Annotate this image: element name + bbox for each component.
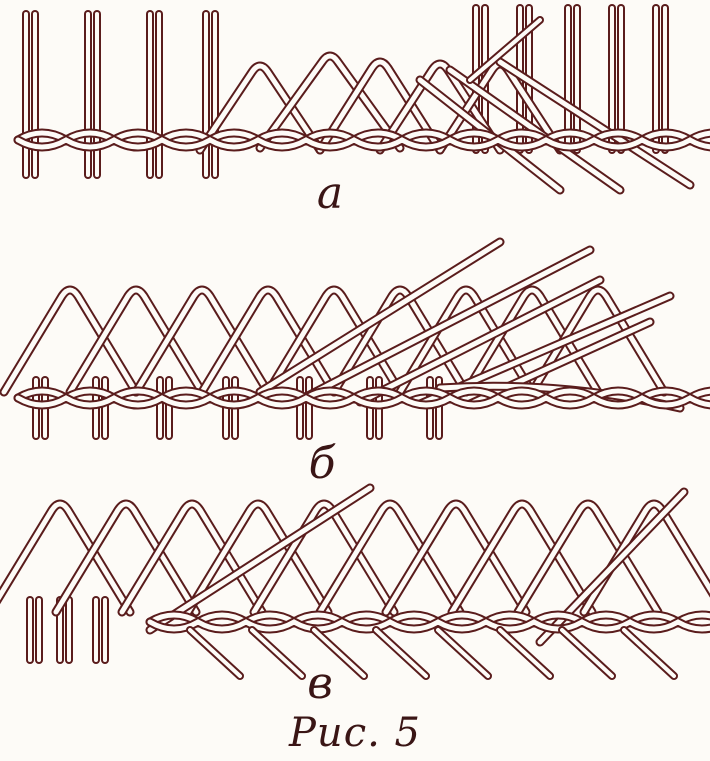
- arch-v-7-core: [449, 501, 595, 615]
- arch-b-0: [0, 285, 141, 397]
- arch-b-8-core: [529, 287, 667, 395]
- panel-label-v: в: [307, 658, 333, 709]
- braid-v-lower-core: [147, 619, 710, 632]
- down-v-7-core: [622, 628, 676, 678]
- panel-a-drawing: [13, 4, 710, 195]
- arch-v-6-core: [383, 501, 529, 615]
- arch-b-3: [197, 285, 339, 397]
- down-v-1-core: [250, 628, 304, 678]
- panel-b-drawing: [0, 237, 710, 440]
- diag-a-3-core: [497, 59, 693, 188]
- down-v-3-core: [374, 628, 428, 678]
- down-v-2-core: [312, 628, 366, 678]
- braid-b-lower-core: [15, 395, 710, 408]
- arch-v-0-core: [0, 501, 133, 615]
- down-v-4-core: [436, 628, 490, 678]
- arch-b-4-core: [265, 287, 403, 395]
- arch-b-3-core: [199, 287, 337, 395]
- figure-caption: Рис. 5: [289, 710, 421, 756]
- arch-b-0-core: [1, 287, 139, 395]
- diag-b-3-core: [357, 277, 603, 405]
- arch-v-5-core: [317, 501, 463, 615]
- diag-b-2-core: [297, 247, 593, 403]
- braid-b-upper-core: [15, 388, 710, 401]
- arch-a-3-core: [317, 59, 443, 153]
- braid-a-upper-core: [15, 130, 710, 143]
- arch-b-2: [131, 285, 273, 397]
- braid-a-lower-core: [15, 137, 710, 150]
- arch-v-3-core: [185, 501, 331, 615]
- diag-b-1-core: [257, 239, 503, 395]
- diag-v-1-core: [147, 485, 373, 633]
- diag-a-2-core: [447, 67, 623, 193]
- arch-a-2-core: [257, 53, 403, 151]
- panel-label-a: а: [316, 168, 344, 219]
- arch-b-1: [65, 285, 207, 397]
- down-v-5-core: [498, 628, 552, 678]
- down-v-0-core: [188, 628, 242, 678]
- arch-v-1-core: [53, 501, 199, 615]
- arch-b-1-core: [67, 287, 205, 395]
- arch-a-1-core: [197, 63, 323, 153]
- panel-label-b: б: [308, 438, 336, 489]
- panel-v-drawing: [0, 483, 710, 680]
- arch-b-7-core: [463, 287, 601, 395]
- arch-b-6-core: [397, 287, 535, 395]
- arch-v-2-core: [119, 501, 265, 615]
- arch-v-8-core: [515, 501, 661, 615]
- down-v-6-core: [560, 628, 614, 678]
- arch-b-2-core: [133, 287, 271, 395]
- diag-a-4-core: [468, 18, 542, 82]
